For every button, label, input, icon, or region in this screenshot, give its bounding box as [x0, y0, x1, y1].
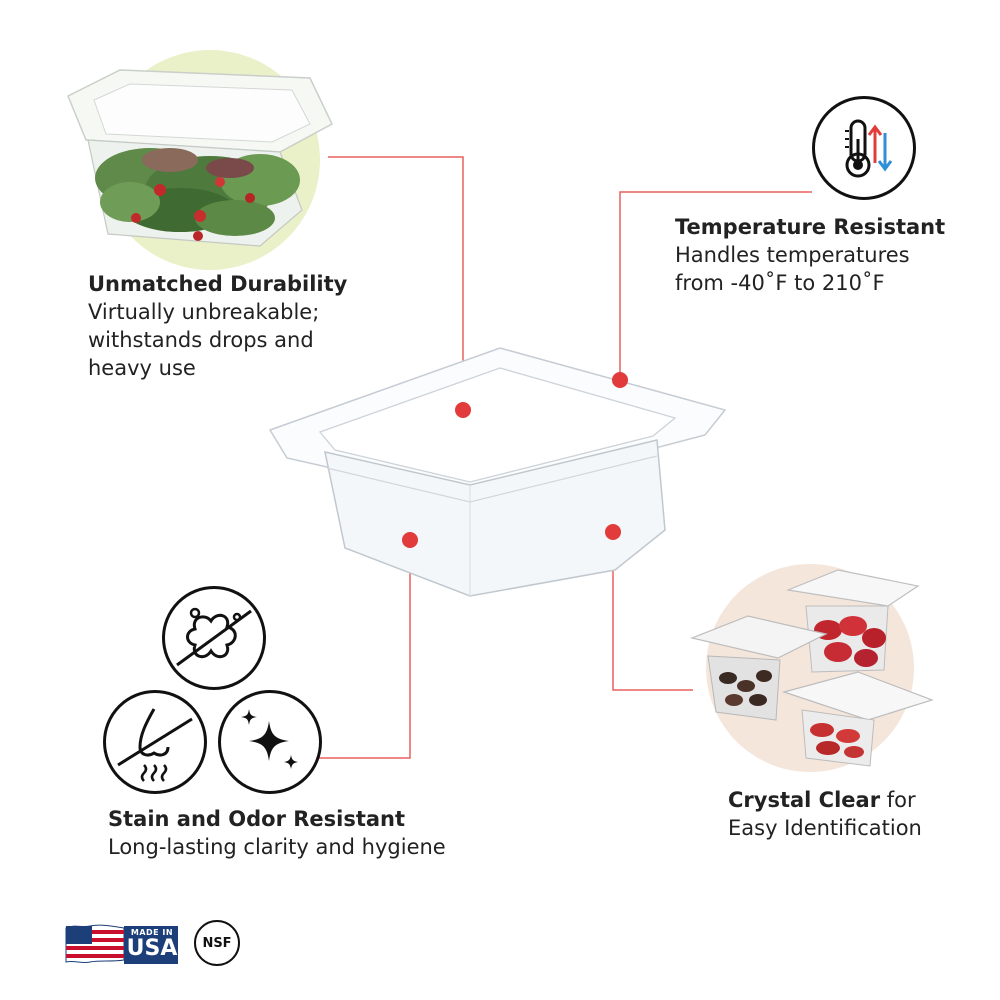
crystal-clear-title-line: Crystal Clear for: [728, 786, 922, 814]
crystal-clear-title-rest: for: [880, 788, 916, 812]
crystal-clear-line-1: Easy Identification: [728, 816, 922, 840]
temperature-line-1: Handles temperatures: [675, 243, 910, 267]
temperature-line-2: from -40˚F to 210˚F: [675, 271, 885, 295]
odor-icon: [103, 690, 207, 794]
temperature-title: Temperature Resistant: [675, 215, 946, 239]
made-in-usa-badge: MADE IN USA: [64, 920, 180, 968]
thermometer-icon: [812, 96, 916, 200]
made-in-label: MADE IN: [130, 928, 174, 937]
crystal-clear-feature: Crystal Clear for Easy Identification: [728, 786, 922, 842]
salad-pan-image: [60, 40, 350, 270]
durability-feature: Unmatched Durability Virtually unbreakab…: [88, 270, 347, 382]
main-food-pan-image: [265, 340, 735, 600]
durability-line-1: Virtually unbreakable;: [88, 300, 320, 324]
usa-label: USA: [126, 936, 178, 961]
stain-feature: Stain and Odor Resistant Long-lasting cl…: [108, 805, 446, 861]
stain-line-1: Long-lasting clarity and hygiene: [108, 835, 446, 859]
crystal-clear-title: Crystal Clear: [728, 788, 881, 812]
durability-title: Unmatched Durability: [88, 272, 348, 296]
crystal-clear-pans-image: [688, 560, 938, 775]
temperature-feature: Temperature Resistant Handles temperatur…: [675, 213, 945, 297]
durability-line-2: withstands drops and: [88, 328, 314, 352]
usa-flag-icon: [65, 924, 178, 964]
stain-icon: [162, 586, 266, 690]
nsf-label: NSF: [202, 935, 232, 951]
sparkle-icon: [218, 690, 322, 794]
nsf-icon: NSF: [194, 920, 240, 966]
durability-line-3: heavy use: [88, 356, 196, 380]
stain-title: Stain and Odor Resistant: [108, 807, 406, 831]
